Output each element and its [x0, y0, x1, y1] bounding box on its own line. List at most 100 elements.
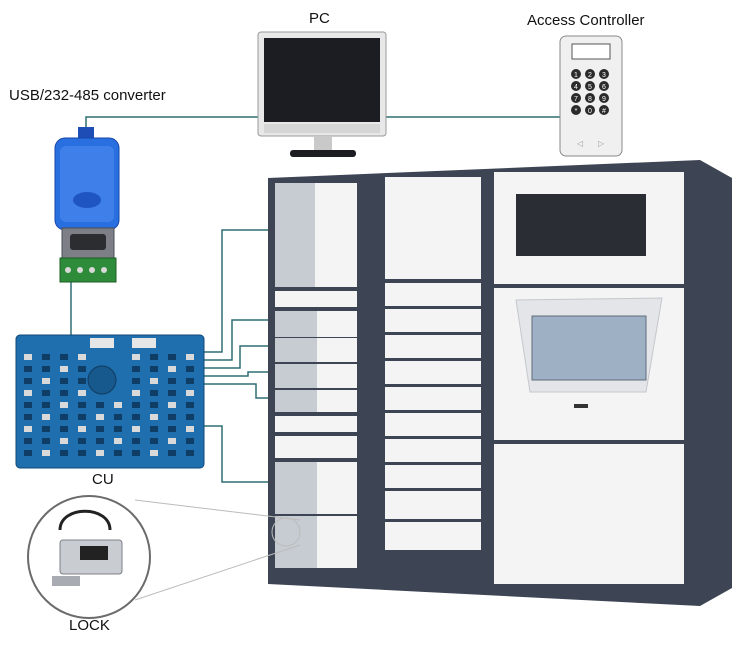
locker-door: [385, 439, 481, 462]
cu-chip: [60, 366, 68, 372]
access-controller-label: Access Controller: [527, 12, 645, 29]
cu-chip: [60, 378, 68, 384]
cu-chip: [42, 414, 50, 420]
cu-chip: [96, 438, 104, 444]
cu-chip: [78, 354, 86, 360]
cu-chip: [78, 426, 86, 432]
cu-chip: [60, 450, 68, 456]
locker-door: [385, 283, 481, 306]
cu-chip: [168, 450, 176, 456]
cu-chip: [150, 366, 158, 372]
keypad-key-label: 3: [602, 72, 606, 79]
cu-chip: [150, 438, 158, 444]
cu-chip: [132, 366, 140, 372]
keypad-key: [585, 93, 595, 103]
cu-chip: [168, 366, 176, 372]
cu-chip: [150, 414, 158, 420]
cu-chip: [24, 366, 32, 372]
cu-chip: [78, 438, 86, 444]
locker-door: [385, 465, 481, 488]
keypad-key: [571, 69, 581, 79]
keypad-key-label: 1: [574, 72, 578, 79]
cu-chip: [24, 354, 32, 360]
cu-chip: [168, 390, 176, 396]
cu-chip: [150, 426, 158, 432]
keypad-key: [571, 105, 581, 115]
cu-chip: [168, 438, 176, 444]
locker-door: [385, 387, 481, 410]
cu-chip: [150, 378, 158, 384]
keypad-key-label: *: [575, 108, 578, 115]
cu-chip: [24, 414, 32, 420]
cu-chip: [186, 438, 194, 444]
keypad-key-label: 4: [574, 84, 578, 91]
cu-chip: [60, 426, 68, 432]
keypad-key-label: 0: [588, 108, 592, 115]
cu-chip: [186, 402, 194, 408]
cu-chip: [132, 438, 140, 444]
cu-chip: [186, 414, 194, 420]
keypad-key-label: #: [602, 108, 606, 115]
cu-chip: [114, 402, 122, 408]
keypad-key: [599, 93, 609, 103]
locker-cabinet: [268, 160, 732, 606]
cu-chip: [168, 426, 176, 432]
cu-chip: [168, 378, 176, 384]
cu-chip: [60, 354, 68, 360]
keypad-key-label: 2: [588, 72, 592, 79]
svg-text:◁: ◁: [576, 139, 583, 148]
cu-chip: [132, 390, 140, 396]
cu-chip: [60, 438, 68, 444]
cu-chip: [42, 450, 50, 456]
cu-chip: [42, 402, 50, 408]
cu-chip: [24, 450, 32, 456]
cu-chip: [168, 402, 176, 408]
keypad-key-label: 7: [574, 96, 578, 103]
keypad-key: [585, 105, 595, 115]
cu-chip: [24, 378, 32, 384]
cu-chip: [186, 354, 194, 360]
keypad-key-label: 8: [588, 96, 592, 103]
cu-chip: [186, 366, 194, 372]
cu-chip: [42, 378, 50, 384]
cu-chip: [150, 450, 158, 456]
cu-chip: [150, 354, 158, 360]
cu-chip: [78, 414, 86, 420]
cu-chip: [186, 390, 194, 396]
cu-chip: [186, 450, 194, 456]
keypad-key: [571, 93, 581, 103]
cu-chip: [186, 426, 194, 432]
cu-chip: [132, 414, 140, 420]
keypad-key: [599, 69, 609, 79]
cu-chip: [78, 366, 86, 372]
locker-door: [385, 361, 481, 384]
cu-chip: [114, 414, 122, 420]
cu-chip: [132, 402, 140, 408]
middle-column-doors: [385, 283, 481, 550]
keypad-key-label: 6: [602, 84, 606, 91]
keypad-key: [599, 105, 609, 115]
cu-chip: [42, 390, 50, 396]
cu-chip: [60, 402, 68, 408]
cu-chip: [78, 450, 86, 456]
locker-door: [385, 335, 481, 358]
lock-label: LOCK: [69, 617, 110, 634]
keypad-key: [571, 81, 581, 91]
cu-chip: [150, 402, 158, 408]
cu-chip: [168, 354, 176, 360]
locker-door: [385, 413, 481, 436]
keypad-key: [585, 81, 595, 91]
cu-chip: [96, 402, 104, 408]
usb-485-converter: [54, 127, 120, 283]
cu-chip: [60, 414, 68, 420]
cu-chip: [42, 366, 50, 372]
locker-door: [385, 309, 481, 332]
keypad-key: [599, 81, 609, 91]
cu-chip: [24, 390, 32, 396]
cu-chip: [186, 378, 194, 384]
cu-chip: [60, 390, 68, 396]
cu-chip: [150, 390, 158, 396]
cu-chip: [132, 450, 140, 456]
